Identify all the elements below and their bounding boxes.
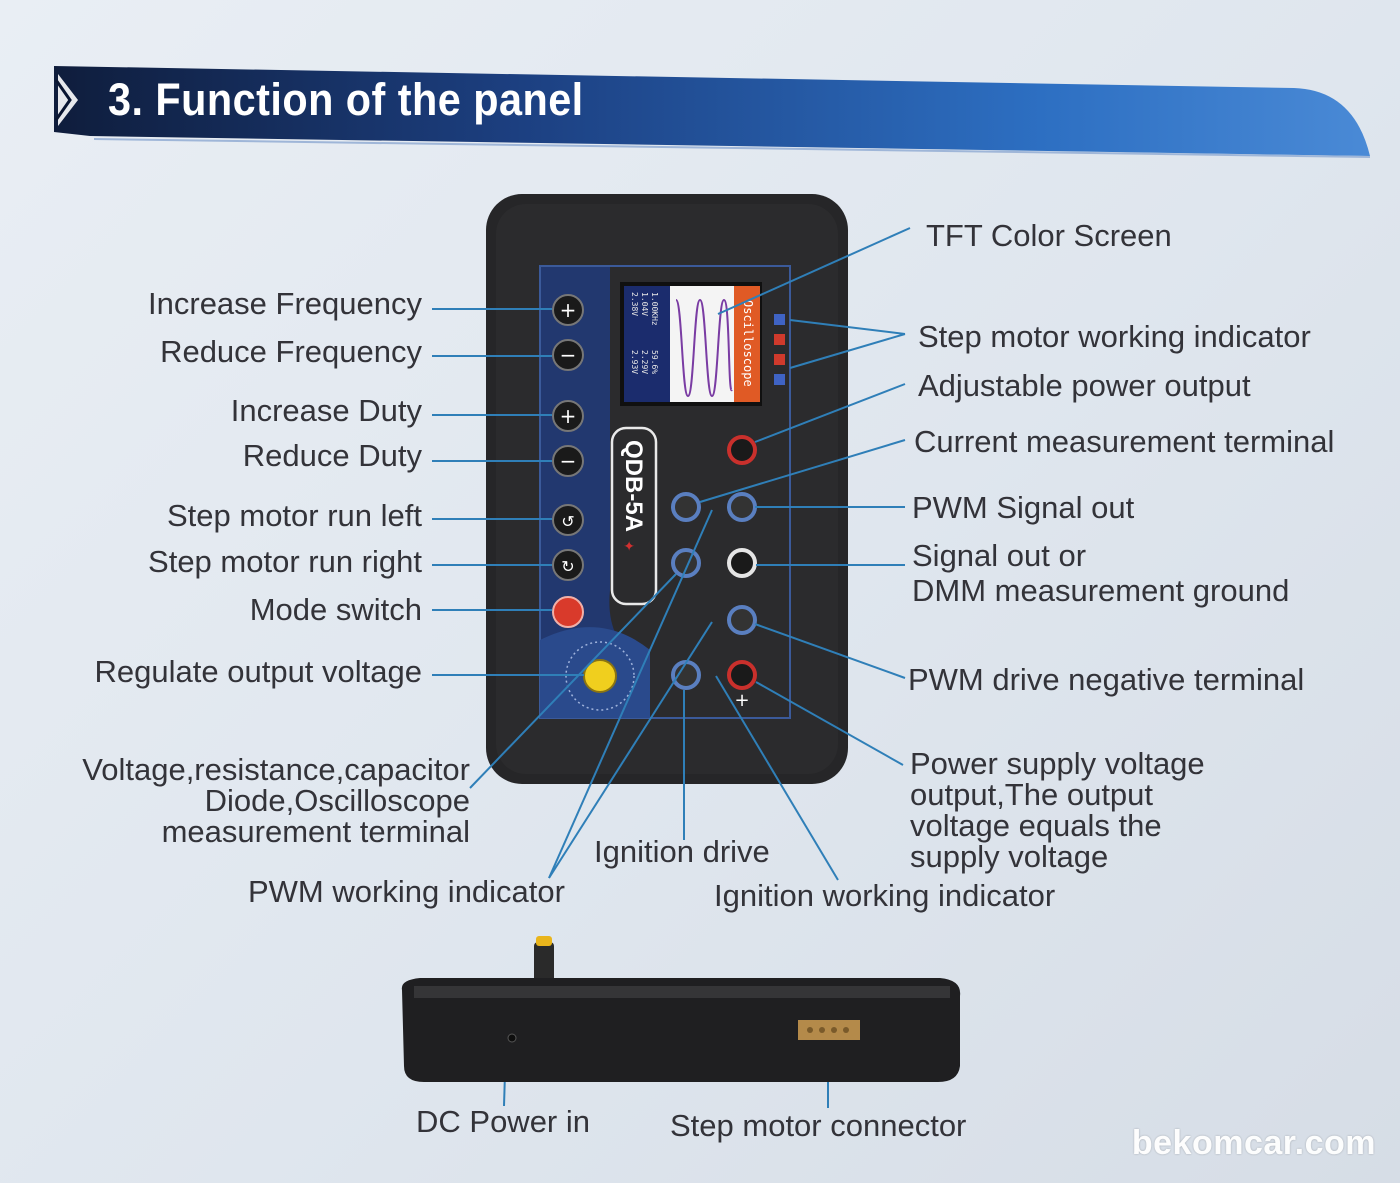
section-header-banner — [54, 66, 1370, 158]
pwm-signal-out-terminal[interactable] — [727, 492, 757, 522]
svg-text:+: + — [734, 690, 749, 711]
step-motor-indicators — [774, 314, 785, 385]
label-current-terminal: Current measurement terminal — [914, 424, 1335, 459]
power-line-4: supply voltage — [910, 839, 1109, 874]
signal-line-1: Signal out or — [912, 538, 1087, 573]
measure-line-1: Voltage,resistance,capacitor — [82, 752, 470, 787]
screen-readout-6: 59.6% — [650, 350, 659, 374]
screen-readout-1: 2.38V — [630, 292, 639, 316]
label-pwm-negative: PWM drive negative terminal — [908, 662, 1305, 697]
step-motor-connector[interactable] — [798, 1020, 860, 1040]
svg-text:↻: ↻ — [561, 557, 574, 576]
adjustable-power-terminal[interactable] — [727, 435, 757, 465]
label-step-motor-left: Step motor run left — [166, 498, 422, 533]
screen-title-text: Oscilloscope — [741, 300, 755, 387]
label-mode-switch: Mode switch — [249, 592, 422, 627]
power-supply-terminal[interactable]: + — [727, 660, 757, 711]
label-pwm-signal-out: PWM Signal out — [912, 490, 1135, 525]
screen-readout-3: 1.00KHz — [650, 292, 659, 326]
svg-text:−: − — [560, 449, 577, 473]
banner-shape — [54, 66, 1370, 158]
measure-line-2: Diode,Oscilloscope — [204, 783, 470, 818]
power-line-1: Power supply voltage — [910, 746, 1205, 781]
svg-text:−: − — [560, 343, 577, 367]
increase-duty-button[interactable]: + — [552, 400, 584, 432]
label-power-supply: Power supply voltage output,The output v… — [910, 748, 1205, 872]
dc-power-jack[interactable] — [507, 1033, 517, 1043]
model-badge — [610, 426, 658, 606]
signal-line-2: DMM measurement ground — [912, 573, 1290, 608]
power-line-2: output,The output — [910, 777, 1154, 812]
label-increase-frequency: Increase Frequency — [148, 286, 422, 321]
label-ignition-drive: Ignition drive — [594, 834, 770, 869]
current-terminal[interactable] — [671, 492, 701, 522]
signal-ground-terminal[interactable] — [727, 548, 757, 578]
label-increase-duty: Increase Duty — [230, 393, 422, 428]
voltage-measure-terminal[interactable] — [671, 548, 701, 578]
device-side-view — [401, 936, 961, 1082]
page-title: 3. Function of the panel — [108, 74, 584, 125]
step-motor-left-button[interactable]: ↺ — [552, 504, 584, 536]
label-reduce-frequency: Reduce Frequency — [160, 334, 422, 369]
reduce-frequency-button[interactable]: − — [552, 339, 584, 371]
screen-readout-2: 1.04V — [640, 292, 649, 316]
label-reduce-duty: Reduce Duty — [242, 438, 422, 473]
screen-readout-4: 2.93V — [630, 350, 639, 374]
model-name: QDB-5A — [620, 440, 647, 532]
reduce-duty-button[interactable]: − — [552, 445, 584, 477]
pwm-negative-terminal[interactable] — [727, 605, 757, 635]
screen-readout-5: 2.29V — [640, 350, 649, 374]
label-tft-screen: TFT Color Screen — [926, 218, 1172, 253]
label-measurement-terminal: Voltage,resistance,capacitor Diode,Oscil… — [82, 754, 470, 847]
label-step-motor-right: Step motor run right — [148, 544, 422, 579]
label-signal-out-ground: Signal out or DMM measurement ground — [912, 540, 1289, 606]
label-pwm-indicator: PWM working indicator — [248, 874, 565, 909]
label-ignition-indicator: Ignition working indicator — [714, 878, 1056, 913]
watermark: bekomcar.com — [1131, 1124, 1376, 1162]
increase-frequency-button[interactable]: + — [552, 294, 584, 326]
leader-lines — [432, 227, 911, 1108]
svg-text:+: + — [560, 298, 577, 322]
mode-switch-button[interactable] — [552, 596, 584, 628]
power-line-3: voltage equals the — [910, 808, 1162, 843]
svg-text:✦: ✦ — [621, 540, 637, 552]
measure-line-3: measurement terminal — [161, 814, 470, 849]
ignition-drive-terminal[interactable] — [671, 660, 701, 690]
svg-text:↺: ↺ — [561, 512, 574, 531]
label-step-motor-indicator: Step motor working indicator — [918, 319, 1311, 354]
label-adjustable-power: Adjustable power output — [918, 368, 1251, 403]
step-motor-right-button[interactable]: ↻ — [552, 549, 584, 581]
svg-text:+: + — [560, 404, 577, 428]
label-step-motor-connector: Step motor connector — [670, 1108, 967, 1143]
label-regulate-voltage: Regulate output voltage — [94, 654, 422, 689]
label-dc-power-in: DC Power in — [416, 1104, 590, 1139]
